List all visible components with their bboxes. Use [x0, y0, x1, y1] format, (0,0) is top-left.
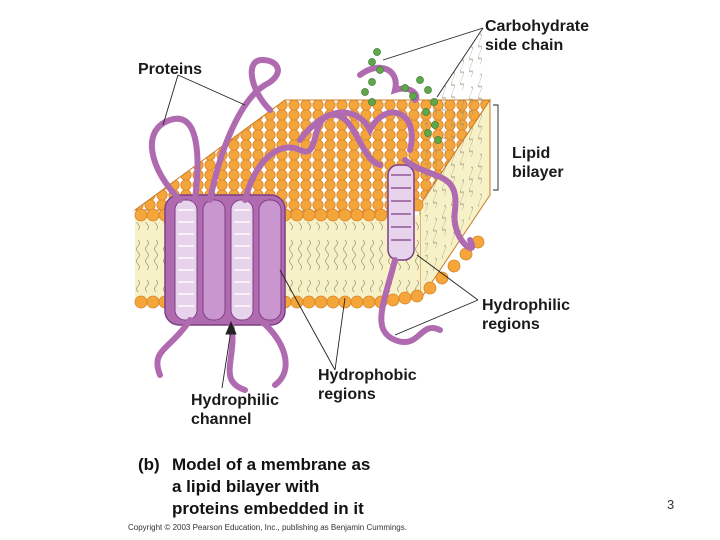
caption-line-2: a lipid bilayer with	[172, 477, 320, 496]
label-hydrophilic-channel: Hydrophilic channel	[191, 392, 280, 428]
leader-lines	[162, 27, 499, 389]
label-hydrophilic-regions: Hydrophilic regions	[482, 297, 571, 333]
page-number: 3	[667, 497, 675, 512]
caption-line-3: proteins embedded in it	[172, 499, 364, 518]
label-hydrophobic-regions: Hydrophobic regions	[318, 367, 417, 403]
label-proteins: Proteins	[138, 61, 203, 78]
caption-line-1: Model of a membrane as	[172, 455, 371, 474]
label-lipid-bilayer: Lipid bilayer	[512, 145, 564, 181]
small-protein	[387, 164, 415, 261]
copyright-notice: Copyright © 2003 Pearson Education, Inc.…	[128, 523, 407, 532]
carbohydrate-chains	[361, 48, 442, 144]
caption-part-label: (b)	[138, 455, 160, 474]
label-carbohydrate-side-chain: Carbohydrate side chain	[485, 18, 590, 54]
channel-protein	[164, 194, 286, 326]
